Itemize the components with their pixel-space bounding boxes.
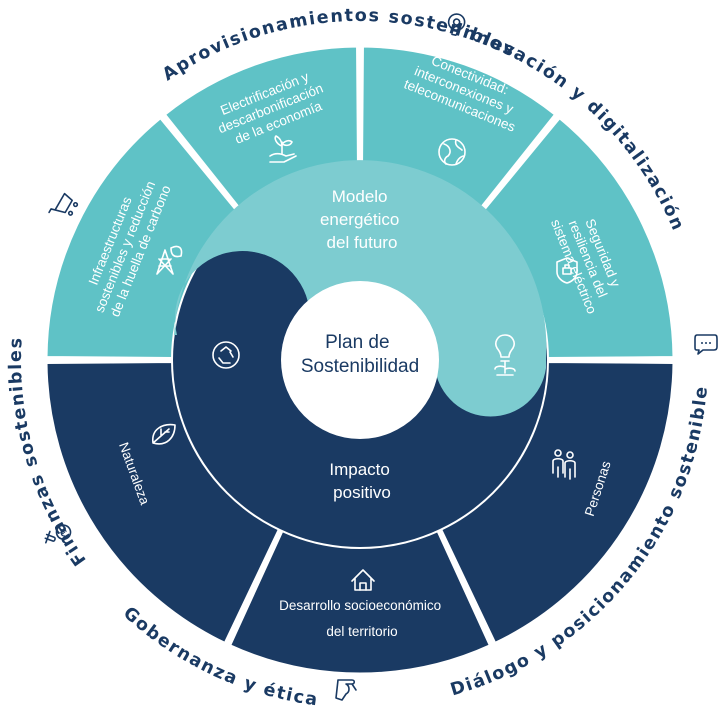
lightbulb-plant-icon xyxy=(494,334,516,376)
bulb-gear-icon xyxy=(447,13,466,36)
modelo-label: Modelo energético del futuro xyxy=(320,187,404,252)
people-icon xyxy=(552,449,576,480)
impacto-label: Impacto positivo xyxy=(329,460,394,502)
hand-icon xyxy=(335,679,357,701)
center-circle xyxy=(281,281,439,439)
inner-labels: Modelo energético del futuro Impacto pos… xyxy=(301,187,419,502)
leaf-icon xyxy=(152,423,176,445)
center-title: Plan de Sostenibilidad xyxy=(301,332,419,377)
speech-bubble-icon xyxy=(694,334,718,355)
coin-hand-icon: € xyxy=(44,524,72,544)
cart-icon xyxy=(48,192,79,216)
hand-plant-icon xyxy=(269,135,297,163)
shield-icon xyxy=(556,257,578,284)
svg-text:€: € xyxy=(57,528,67,540)
tower-leaf-icon xyxy=(156,245,183,275)
inner-disc xyxy=(173,160,547,547)
recycle-icon xyxy=(212,341,240,369)
segment-desarrollo-label: Desarrollo socioeconómico del territorio xyxy=(279,598,445,639)
globe-icon xyxy=(438,138,466,166)
modelo-area xyxy=(174,160,547,417)
house-icon xyxy=(351,569,375,591)
